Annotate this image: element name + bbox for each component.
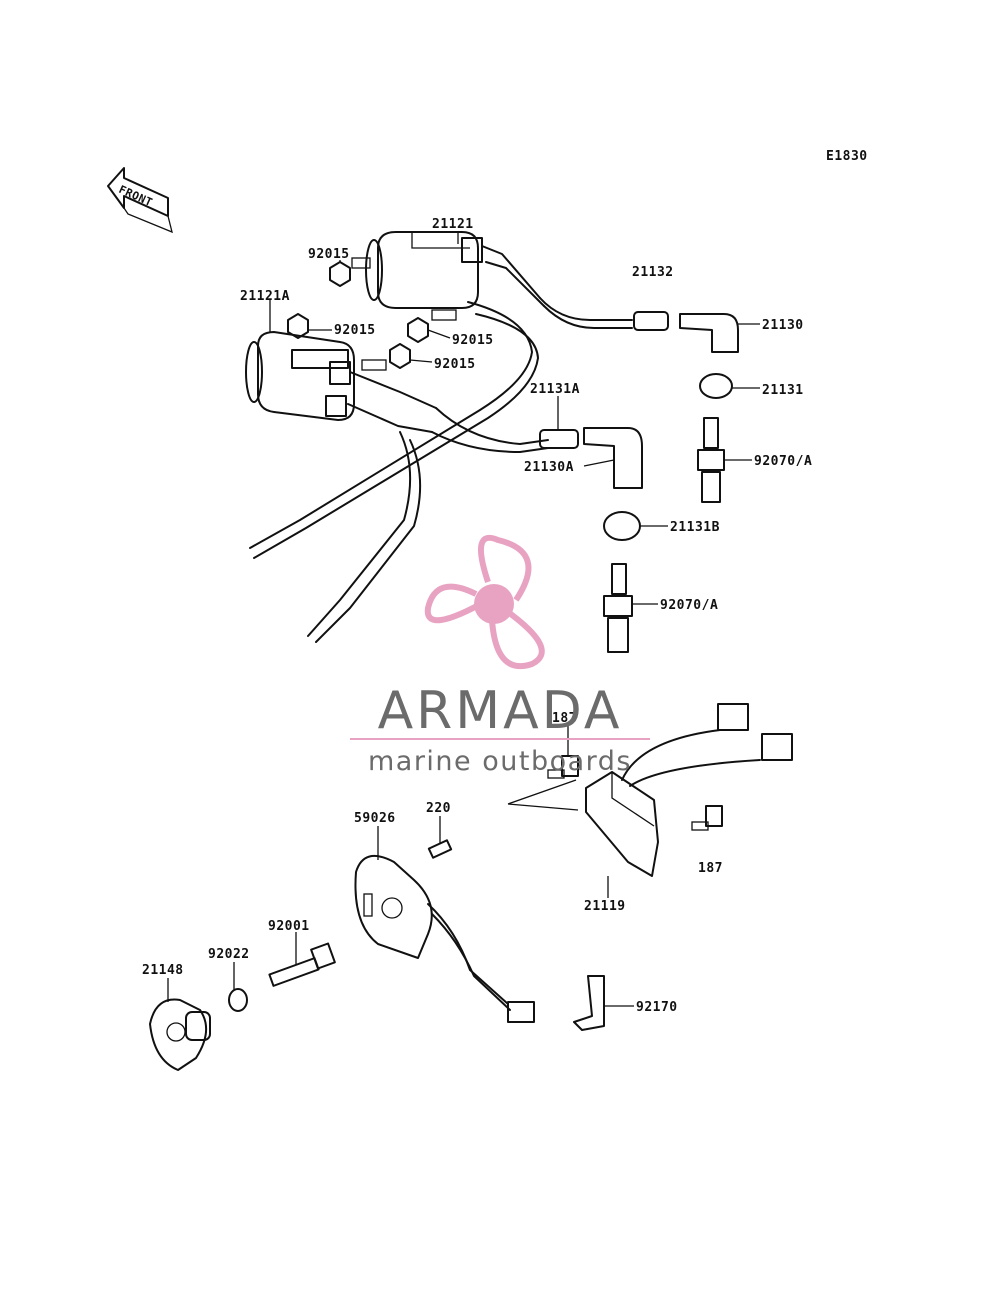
spark-plug-upper	[697, 417, 725, 503]
label-21131B: 21131B	[670, 520, 720, 535]
rotor-21148	[149, 998, 211, 1071]
bracket-92170	[573, 975, 605, 1031]
label-187-a: 187	[552, 711, 577, 726]
label-21131: 21131	[762, 383, 804, 398]
label-21132: 21132	[632, 265, 674, 280]
nut-92015-c	[407, 309, 457, 343]
bolt-187-b	[691, 805, 723, 831]
label-92015-c: 92015	[452, 333, 494, 348]
diagram-code: E1830	[826, 149, 868, 164]
label-187-b: 187	[698, 861, 723, 876]
armada-watermark: ARMADA marine outboards	[350, 534, 650, 777]
igniter-21119	[507, 703, 793, 877]
coil-cables	[249, 301, 549, 643]
label-21130: 21130	[762, 318, 804, 333]
nut-92015-a	[329, 257, 371, 287]
front-arrow-icon: FRONT	[107, 167, 173, 234]
spark-plug-lower	[603, 563, 633, 653]
ignition-coil-21121A	[245, 331, 437, 433]
label-220: 220	[426, 801, 451, 816]
label-21148: 21148	[142, 963, 184, 978]
seal-21131B	[603, 511, 641, 541]
plug-cap-21130A	[539, 427, 643, 489]
label-21130A: 21130A	[524, 460, 574, 475]
label-92070A-upper: 92070/A	[754, 454, 812, 469]
bolt-187-a	[547, 755, 579, 779]
brand-divider	[350, 738, 650, 740]
leader-lines	[167, 232, 760, 1007]
label-21121A: 21121A	[240, 289, 290, 304]
nut-92015-b	[287, 313, 309, 339]
brand-name: ARMADA	[378, 681, 623, 741]
label-92015-b: 92015	[334, 323, 376, 338]
label-21131A: 21131A	[530, 382, 580, 397]
label-92170: 92170	[636, 1000, 678, 1015]
pulser-plate-59026	[354, 854, 535, 1023]
label-59026: 59026	[354, 811, 396, 826]
label-92070A-lower: 92070/A	[660, 598, 718, 613]
bolt-92001	[268, 942, 336, 987]
ignition-coil-21121	[365, 231, 633, 329]
propeller-logo-icon	[424, 534, 545, 670]
label-92015-d: 92015	[434, 357, 476, 372]
label-92015-a: 92015	[308, 247, 350, 262]
brand-tagline: marine outboards	[368, 746, 632, 777]
label-21121: 21121	[432, 217, 474, 232]
seal-21131	[699, 373, 733, 399]
screw-220	[427, 839, 453, 859]
washer-92022	[228, 988, 248, 1012]
nut-92015-d	[361, 343, 411, 371]
plug-cap-21130	[633, 311, 739, 353]
label-92022: 92022	[208, 947, 250, 962]
label-21119: 21119	[584, 899, 626, 914]
label-92001: 92001	[268, 919, 310, 934]
